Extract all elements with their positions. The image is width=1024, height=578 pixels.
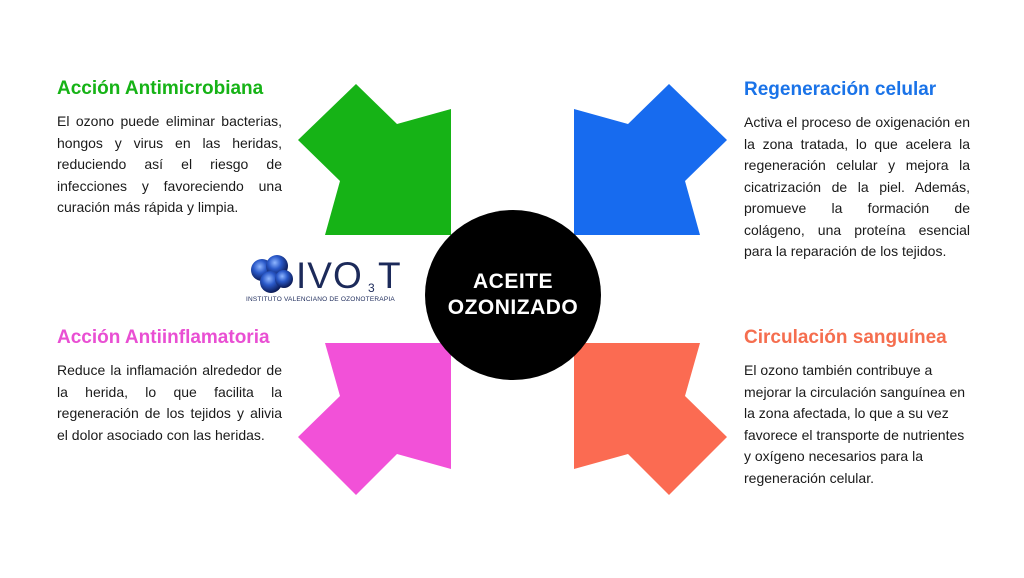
block-text-antimicrobial: El ozono puede eliminar bacterias, hongo… [57,113,282,215]
ozone-sphere-icon [275,270,293,288]
block-blood-circulation: Circulación sanguínea El ozono también c… [744,326,970,489]
center-title-line2: OZONIZADO [447,296,579,319]
logo-letters: IVO [296,255,363,296]
center-title-line1: ACEITE [472,270,553,293]
arrow-top-right [574,84,727,235]
block-anti-inflammatory: Acción Antiinflamatoria Reduce la inflam… [57,326,282,446]
block-title-anti-inflammatory: Acción Antiinflamatoria [57,327,270,348]
block-title-antimicrobial: Acción Antimicrobiana [57,78,264,99]
block-text-anti-inflammatory: Reduce la inflamación alrededor de la he… [57,362,282,443]
ivot-logo-mark: IVO 3 T [251,255,401,296]
logo-tagline: INSTITUTO VALENCIANO DE OZONOTERAPIA [246,296,395,303]
block-text-blood-circulation: El ozono también contribuye a mejorar la… [744,362,966,486]
arrow-bottom-right [574,343,727,495]
center-circle: ACEITE OZONIZADO [425,210,601,380]
block-title-cell-regeneration: Regeneración celular [744,79,937,100]
arrow-bottom-left [298,343,451,495]
logo-subscript: 3 [368,281,375,295]
block-antimicrobial: Acción Antimicrobiana El ozono puede eli… [57,77,282,219]
block-text-cell-regeneration: Activa el proceso de oxigenación en la z… [744,114,970,259]
logo-letter-t: T [378,255,401,296]
block-title-blood-circulation: Circulación sanguínea [744,327,947,348]
arrow-top-left [298,84,451,235]
block-cell-regeneration: Regeneración celular Activa el proceso d… [744,78,970,263]
ivot-logo: IVO 3 T INSTITUTO VALENCIANO DE OZONOTER… [246,252,412,312]
